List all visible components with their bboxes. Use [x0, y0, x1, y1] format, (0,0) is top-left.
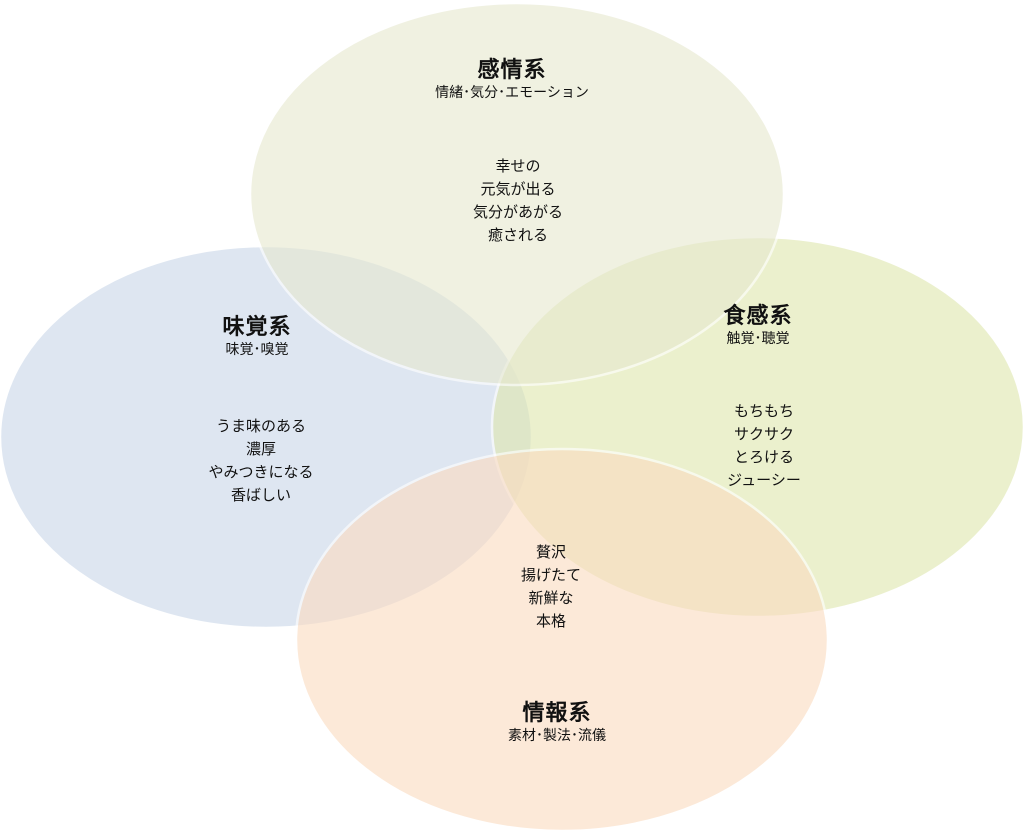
taste-word: 香ばしい — [230, 486, 292, 504]
texture-subtitle: 触覚･聴覚 — [726, 331, 790, 347]
info-word: 揚げたて — [520, 566, 582, 584]
info-word: 本格 — [535, 612, 567, 630]
ellipse-emotion — [248, 1, 786, 387]
emotion-word: 癒される — [487, 226, 549, 244]
taste-title-block: 味覚系 味覚･嗅覚 — [222, 315, 291, 359]
texture-title-block: 食感系 触覚･聴覚 — [723, 304, 792, 348]
emotion-subtitle: 情緒･気分･エモーション — [435, 85, 589, 101]
texture-word: ジューシー — [727, 471, 801, 489]
info-title-block: 情報系 素材･製法･流儀 — [508, 701, 606, 745]
taste-word: 濃厚 — [245, 440, 277, 458]
texture-word: もちもち — [733, 402, 794, 420]
emotion-word: 元気が出る — [480, 180, 556, 198]
taste-title: 味覚系 — [222, 315, 292, 340]
texture-title: 食感系 — [723, 304, 793, 329]
info-words: 贅沢 揚げたて 新鮮な 本格 — [521, 541, 581, 633]
emotion-word: 幸せの — [495, 157, 541, 175]
emotion-word: 気分があがる — [472, 203, 564, 221]
info-word: 贅沢 — [535, 543, 567, 561]
info-subtitle: 素材･製法･流儀 — [508, 728, 606, 744]
texture-word: とろける — [733, 448, 794, 466]
emotion-title: 感情系 — [477, 58, 547, 83]
texture-words: もちもち サクサク とろける ジューシー — [727, 400, 801, 492]
taste-word: やみつきになる — [208, 463, 314, 481]
ellipse-info — [294, 447, 830, 833]
taste-word: うま味のある — [215, 417, 307, 435]
info-title: 情報系 — [522, 701, 592, 726]
emotion-words: 幸せの 元気が出る 気分があがる 癒される — [473, 155, 563, 247]
taste-subtitle: 味覚･嗅覚 — [225, 342, 289, 358]
taste-words: うま味のある 濃厚 やみつきになる 香ばしい — [208, 415, 313, 507]
texture-word: サクサク — [733, 425, 794, 443]
emotion-title-block: 感情系 情緒･気分･エモーション — [435, 58, 589, 102]
info-word: 新鮮な — [528, 589, 574, 607]
